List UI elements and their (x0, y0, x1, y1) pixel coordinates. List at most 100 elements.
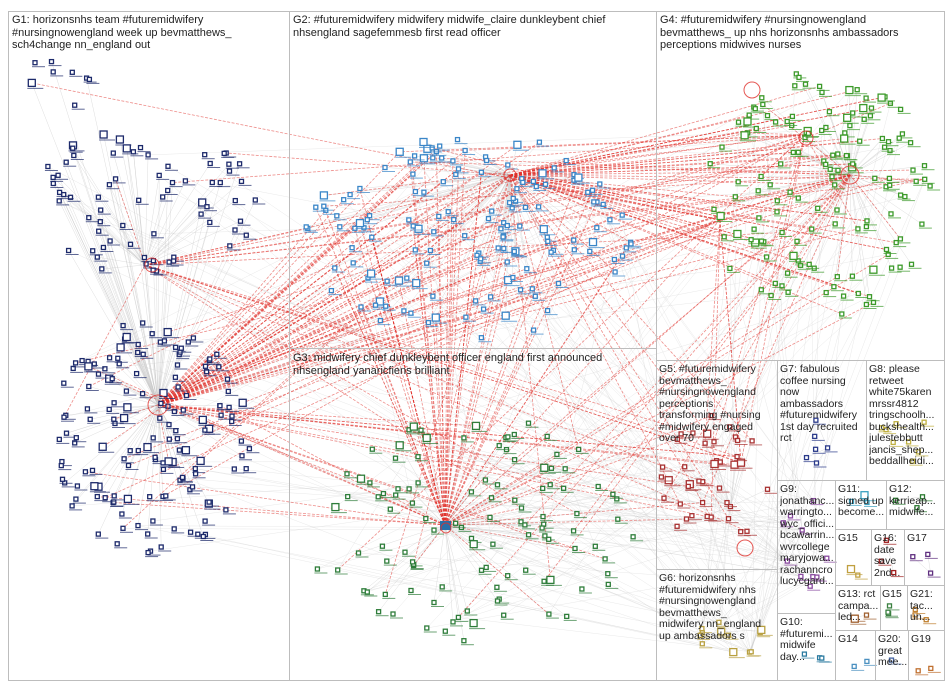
edge (144, 264, 742, 464)
edge (157, 219, 454, 406)
edge (444, 150, 466, 526)
edge (704, 219, 721, 444)
node-g2-376 (412, 278, 421, 288)
edge (157, 290, 332, 406)
node-g14-731 (851, 663, 857, 670)
node-g3-381 (415, 454, 421, 460)
edge (157, 268, 527, 406)
edge (398, 280, 446, 526)
edge (347, 496, 446, 526)
node-g19-734 (928, 665, 934, 672)
edge (787, 174, 851, 293)
node-g4-535 (784, 270, 791, 276)
node-g2-298 (349, 245, 355, 251)
node-g3-397 (496, 442, 502, 449)
edge (59, 404, 159, 440)
edge (505, 174, 511, 316)
node-g3-387 (560, 485, 567, 491)
node-g1-42 (55, 172, 61, 178)
edge (444, 524, 576, 549)
node-g2-246 (522, 204, 529, 211)
edge (127, 404, 159, 499)
node-g4-603 (832, 221, 838, 227)
node-g1-175 (175, 384, 181, 390)
node-g1-56 (70, 145, 76, 151)
node-g4-607 (758, 173, 764, 180)
edge (489, 517, 788, 562)
edge (509, 163, 853, 176)
node-g2-353 (628, 241, 634, 247)
node-g2-366 (612, 269, 618, 275)
node-g1-51 (97, 219, 103, 225)
edge (380, 174, 851, 321)
node-g1-62 (145, 152, 151, 158)
node-g4-579 (827, 166, 833, 172)
node-g21-727 (923, 617, 929, 623)
edge (367, 264, 810, 593)
edge (720, 223, 836, 463)
node-g8-693 (915, 449, 922, 455)
node-g1-67 (236, 161, 243, 167)
edge (849, 142, 911, 176)
node-g3-464 (483, 564, 489, 571)
edge (849, 174, 912, 265)
node-g2-318 (520, 179, 526, 186)
edge (704, 443, 752, 652)
node-g4-542 (866, 294, 873, 300)
edge (144, 191, 791, 266)
node-g1-101 (89, 467, 96, 474)
edge (767, 489, 814, 501)
edge (153, 260, 545, 582)
node-g2-374 (505, 162, 511, 168)
edge (216, 354, 801, 577)
edge (444, 235, 504, 526)
node-g3-385 (367, 480, 373, 486)
edge (486, 215, 721, 568)
node-g3-436 (602, 556, 608, 562)
node-g1-15 (67, 194, 74, 200)
node-g1-25 (141, 254, 148, 261)
node-g8-691 (921, 419, 927, 425)
node-g4-594 (835, 167, 841, 173)
node-g3-393 (562, 466, 568, 472)
node-g16-714 (846, 564, 856, 574)
node-g4-626 (796, 74, 802, 81)
node-g15-725 (886, 603, 893, 609)
node-g1-89 (72, 440, 78, 446)
edge (677, 269, 874, 440)
edge (336, 215, 788, 562)
edge (85, 471, 446, 526)
edge (157, 141, 540, 406)
edge (235, 200, 720, 623)
node-g3-407 (452, 520, 459, 526)
edge (358, 552, 811, 587)
edge (730, 440, 753, 507)
edge (444, 168, 459, 526)
node-g2-364 (341, 197, 347, 203)
edge (444, 219, 455, 526)
edge (509, 174, 859, 294)
node-g3-399 (395, 486, 401, 492)
node-g1-177 (171, 526, 177, 532)
node-g3-427 (478, 567, 485, 573)
node-g2-234 (462, 233, 468, 239)
node-g3-394 (544, 433, 550, 440)
edge (444, 524, 454, 622)
node-g1-189 (116, 343, 125, 352)
edge (719, 219, 742, 463)
node-g4-587 (743, 117, 752, 126)
node-g9-702 (807, 583, 813, 589)
node-g5-664 (696, 478, 702, 484)
edge (363, 515, 791, 592)
edge (444, 188, 518, 526)
node-g1-38 (65, 247, 72, 254)
group-label-g1: G1: horizonsnhs team #futuremidwifery #n… (12, 14, 232, 51)
edge (444, 247, 627, 526)
node-g3-452 (522, 522, 528, 528)
node-g1-157 (157, 415, 163, 421)
edge (363, 462, 742, 592)
group-box-g4 (656, 11, 945, 361)
node-g3-475 (406, 486, 412, 492)
node-g3-485 (423, 515, 429, 522)
node-g9-697 (798, 573, 804, 580)
